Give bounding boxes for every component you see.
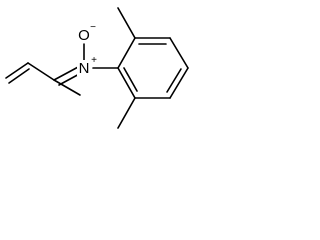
bond-imine-carbon-methyl bbox=[53, 79, 81, 96]
structure-diagram: N + O − bbox=[5, 7, 189, 129]
bond-vinyl-double-inner bbox=[8, 68, 30, 84]
ring-double-inner-c bbox=[123, 67, 138, 92]
bond-ortho-methyl-bottom bbox=[117, 97, 136, 129]
bond-ortho-methyl-top bbox=[117, 7, 136, 39]
bond-vinyl-to-imine-carbon bbox=[27, 62, 55, 81]
oxygen-charge: − bbox=[90, 22, 96, 33]
ring-bond-3 bbox=[169, 37, 189, 69]
nitrogen-atom-label: N bbox=[79, 60, 90, 77]
oxygen-label-bg bbox=[77, 26, 92, 43]
bond-imine-double-outer bbox=[53, 65, 81, 81]
bond-vinyl-double-outer bbox=[5, 62, 29, 79]
nitrogen-label-bg bbox=[77, 60, 92, 76]
oxygen-atom-label: O bbox=[78, 27, 90, 44]
ring-double-inner-b bbox=[166, 68, 182, 93]
ring-bond-6 bbox=[117, 67, 136, 99]
nitrogen-charge: + bbox=[91, 55, 97, 66]
ring-bond-1 bbox=[117, 37, 136, 69]
ring-bond-4 bbox=[169, 67, 189, 99]
